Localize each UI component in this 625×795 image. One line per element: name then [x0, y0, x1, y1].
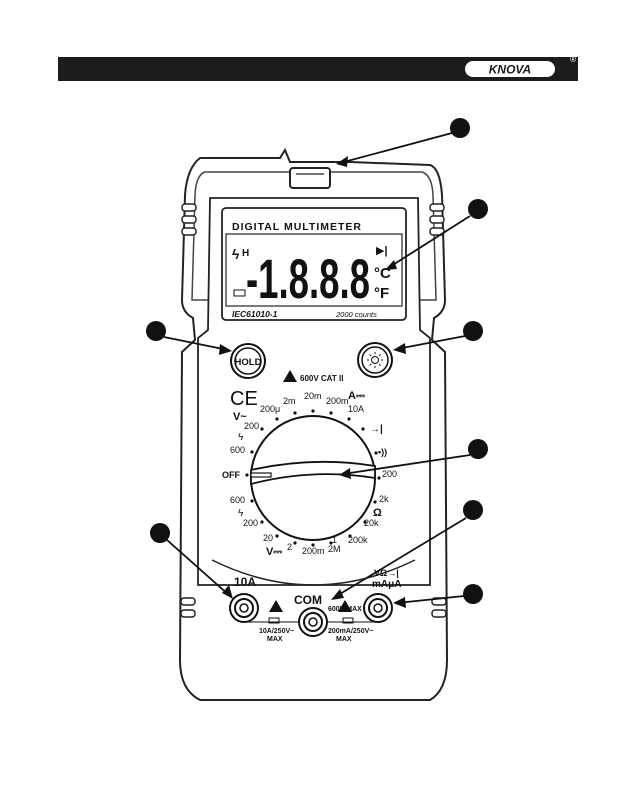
range-20k: 20k: [364, 518, 379, 528]
jack-10a[interactable]: [230, 594, 258, 622]
tilt-stand-clip: [290, 168, 330, 188]
ohm-symbol: Ω: [373, 507, 382, 519]
hold-button-label: HOLD: [235, 357, 262, 368]
range-200-ohm: 200: [382, 469, 397, 479]
jack-v-label: VΩ→|: [374, 568, 399, 578]
lcd-digits: -1.8.8.8: [246, 247, 370, 310]
rotary-switch[interactable]: [251, 416, 375, 540]
callout-tilt-stand: [450, 118, 470, 138]
range-10a: 10A: [348, 404, 364, 414]
callout-hold: [146, 321, 166, 341]
jack-ma-label: mAμA: [372, 579, 401, 590]
callout-com: [463, 500, 483, 520]
off-label: OFF: [222, 470, 240, 480]
diode-icon: ▶|: [376, 245, 388, 257]
continuity-icon: •)): [378, 447, 387, 457]
range-2k: 2k: [379, 494, 389, 504]
range-200m-a: 200m: [326, 396, 349, 406]
lightning-icon: ϟ: [232, 246, 240, 262]
lcd-title: DIGITAL MULTIMETER: [232, 221, 362, 233]
right-grip-top: [430, 204, 444, 235]
dc-amp-symbol: A⎓: [348, 390, 365, 402]
standard-label: IEC61010-1: [232, 309, 278, 319]
callout-display: [468, 199, 488, 219]
range-20m: 20m: [304, 391, 322, 401]
fahrenheit-unit: °F: [374, 285, 389, 302]
ce-mark: CE: [230, 388, 258, 410]
left-grip-top: [182, 204, 196, 235]
cat-rating: 600V CAT II: [300, 374, 343, 383]
left-rating-2: MAX: [267, 636, 283, 643]
callout-rotary: [468, 439, 488, 459]
range-600-dcv: 600: [230, 495, 245, 505]
range-20-dcv: 20: [263, 533, 273, 543]
dc-volt-symbol: V⎓: [266, 546, 282, 558]
right-rating-2: MAX: [336, 636, 352, 643]
range-200-dcv: 200: [243, 518, 258, 528]
range-2m: 2m: [283, 396, 296, 406]
range-2-dcv: 2: [287, 542, 292, 552]
jack-com-label: COM: [294, 593, 322, 607]
range-600-acv: 600: [230, 445, 245, 455]
jack-com[interactable]: [299, 608, 327, 636]
right-rating-1: 200mA/250V~: [328, 628, 373, 635]
dial-diode-icon: →|: [370, 424, 383, 435]
jack-10a-label: 10A: [234, 575, 256, 589]
range-2m-ohm: 2M: [328, 544, 341, 554]
callout-backlight: [463, 321, 483, 341]
ac-hv-lightning-icon: ϟ: [238, 432, 244, 443]
counts-label: 2000 counts: [335, 310, 377, 319]
dc-hv-lightning-icon: ϟ: [238, 508, 244, 519]
hold-button[interactable]: HOLD: [231, 344, 265, 378]
range-200u: 200μ: [260, 404, 280, 414]
callout-vohm-jack: [463, 584, 483, 604]
center-rating: 600V MAX: [328, 606, 362, 613]
ac-volt-symbol: V~: [233, 411, 247, 423]
jack-vohm[interactable]: [364, 594, 392, 622]
backlight-button[interactable]: [358, 343, 392, 377]
left-rating-1: 10A/250V~: [259, 628, 294, 635]
range-200m-dcv: 200m: [302, 546, 325, 556]
